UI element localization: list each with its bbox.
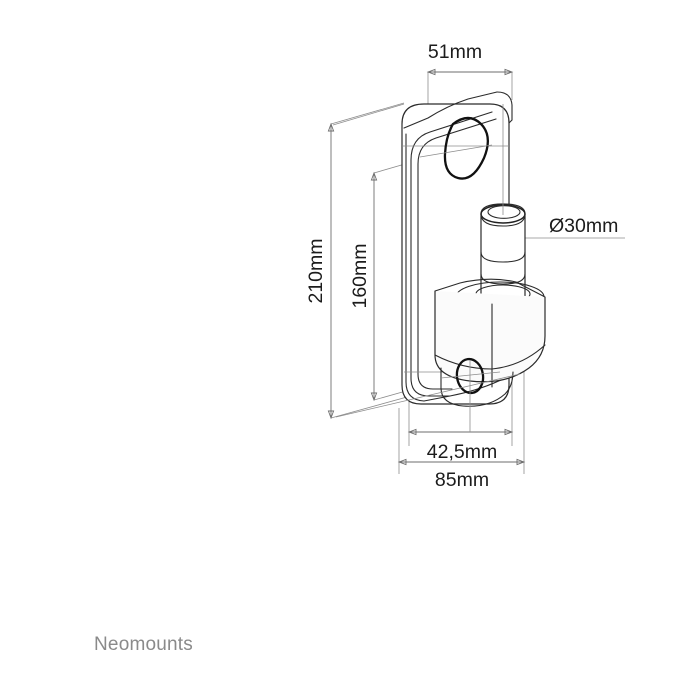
dimension-label-51mm: 51mm — [428, 41, 482, 63]
dimension-label-diameter-30mm: Ø30mm — [549, 215, 618, 237]
dimension-label-210mm: 210mm — [305, 238, 327, 303]
brand-logo-text: Neomounts — [94, 634, 193, 655]
dimension-label-42-5mm: 42,5mm — [427, 441, 497, 463]
pivot-block — [434, 278, 546, 432]
plate-bottom-bend-outer — [405, 381, 425, 402]
plate-top-right-corner — [496, 91, 513, 121]
keyhole-slot — [419, 116, 493, 180]
dimension-label-85mm: 85mm — [435, 469, 489, 491]
block-top-face — [434, 278, 546, 298]
pole-ring-2 — [480, 273, 526, 285]
dimension-label-160mm: 160mm — [349, 243, 371, 308]
block-front-bottom-edge — [434, 354, 493, 370]
pole-ring-1 — [480, 251, 526, 263]
plate-top-edge-upper — [403, 91, 498, 129]
base-construction-line — [335, 373, 521, 418]
pivot-hole — [455, 357, 485, 395]
dimension-42-5mm: 42,5mm — [407, 352, 514, 463]
plate-bottom-bend-inner2 — [417, 373, 453, 390]
block-body — [434, 291, 546, 383]
plate-top-bend-inner — [410, 111, 493, 161]
top-construction-line — [332, 103, 405, 126]
block-lower-lug — [440, 367, 514, 407]
keyhole-slot-outline — [443, 116, 489, 180]
block-right-bottom-edge — [491, 344, 546, 370]
plate-right-corner-join — [508, 119, 513, 124]
pole-rim-step — [480, 213, 526, 227]
pivot-hole-centre-guide — [440, 371, 501, 379]
plate-bottom-bend-inner — [410, 377, 451, 397]
dimension-51mm: 51mm — [426, 41, 514, 118]
keyhole-centre-guide — [419, 144, 493, 158]
pole-bore-ellipse — [487, 205, 521, 219]
